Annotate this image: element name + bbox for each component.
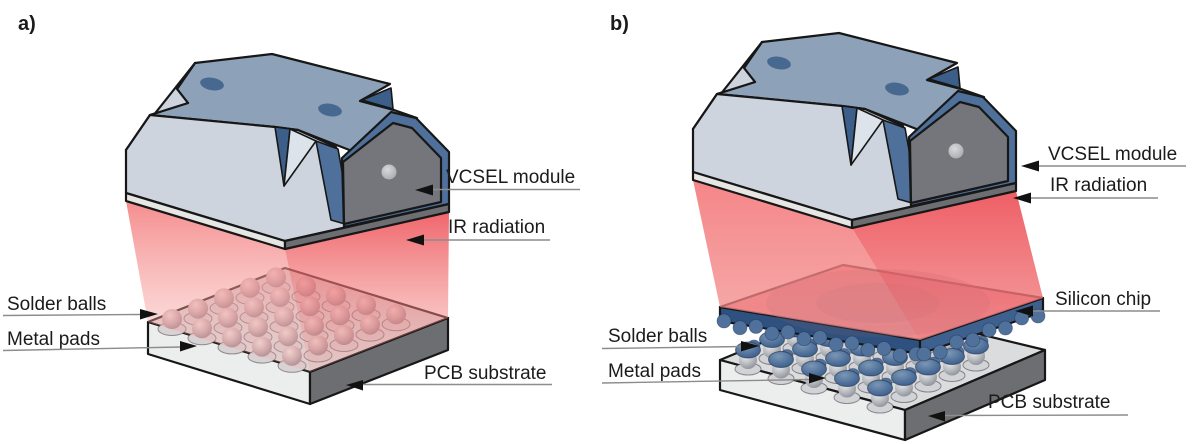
label-text: VCSEL module — [1048, 144, 1177, 165]
chip-underside-bump — [796, 331, 812, 347]
chip-underside-bump — [932, 344, 948, 360]
chip-underside-bump — [892, 347, 908, 363]
chip-underside-bump — [844, 335, 860, 351]
collapsed-solder-cap — [867, 379, 893, 397]
label-text: Solder balls — [7, 294, 106, 315]
arrow-left-icon — [928, 411, 945, 422]
label-text: Solder balls — [608, 326, 707, 347]
ir-beam-right-a — [285, 212, 449, 372]
arrow-left-icon — [346, 380, 363, 391]
chip-underside-bump — [748, 319, 764, 334]
chip-underside-bump — [716, 313, 732, 329]
collapsed-solder-cap — [834, 370, 860, 387]
panel-a: a) VCSEL module IR radiation Solder ball… — [2, 13, 580, 406]
chip-underside-bump — [812, 330, 828, 345]
leader-line — [944, 414, 1129, 417]
chip-underside-bump — [860, 342, 876, 358]
label-text: IR radiation — [448, 217, 545, 238]
arrow-left-icon — [415, 184, 433, 196]
leader-line — [2, 346, 182, 352]
arrow-left-icon — [1021, 160, 1039, 172]
panel-b: b) VCSEL module IR radiation — [601, 13, 1186, 442]
label-metal-pads-b: Metal pads — [601, 361, 826, 384]
label-text: PCB substrate — [988, 392, 1111, 413]
leader-line — [601, 345, 745, 350]
leader-line — [2, 313, 143, 317]
label-text: IR radiation — [1050, 175, 1147, 196]
arrow-right-icon — [741, 341, 759, 352]
chip-underside-bump — [998, 320, 1013, 336]
label-pcb-substrate-b: PCB substrate — [928, 392, 1129, 422]
label-ir-radiation-a: IR radiation — [406, 217, 550, 246]
collapsed-solder-cap — [768, 351, 794, 368]
label-ir-radiation-b: IR radiation — [1013, 175, 1158, 204]
label-text: Metal pads — [608, 361, 701, 382]
chip-underside-bump — [780, 324, 796, 340]
collapsed-solder-cap — [915, 358, 941, 376]
label-vcsel-module-a: VCSEL module — [415, 167, 580, 196]
label-metal-pads-a: Metal pads — [2, 329, 197, 352]
chip-underside-bump — [732, 320, 748, 336]
arrow-right-icon — [809, 373, 826, 384]
label-silicon-chip: Silicon chip — [1015, 289, 1160, 317]
label-text: VCSEL module — [446, 167, 575, 188]
chip-underside-solder-bumps — [716, 308, 1046, 363]
arrow-left-icon — [1013, 192, 1031, 204]
arrow-left-icon — [406, 234, 424, 246]
label-text: PCB substrate — [424, 363, 547, 384]
label-text: Silicon chip — [1055, 289, 1151, 310]
label-vcsel-module-b: VCSEL module — [1021, 144, 1186, 172]
panel-b-tag: b) — [610, 13, 629, 35]
arrow-left-icon — [1015, 305, 1033, 317]
leader-line — [601, 378, 811, 384]
panel-a-tag: a) — [18, 13, 36, 35]
chip-underside-bump — [916, 346, 932, 362]
arrow-right-icon — [140, 309, 158, 320]
arrow-right-icon — [180, 341, 197, 352]
collapsed-solder-cap — [858, 359, 884, 377]
chip-underside-bump — [764, 325, 780, 341]
chip-underside-bump — [949, 334, 964, 350]
collapsed-solder-cap — [825, 350, 851, 367]
chip-underside-bump — [1030, 308, 1046, 324]
label-solder-balls-a: Solder balls — [2, 294, 158, 320]
ir-beam-left-b — [693, 180, 920, 340]
label-solder-balls-b: Solder balls — [601, 326, 759, 352]
label-pcb-substrate-a: PCB substrate — [346, 363, 552, 391]
chip-underside-bump — [876, 341, 892, 356]
label-text: Metal pads — [7, 329, 100, 350]
chip-underside-bump — [965, 332, 981, 348]
chip-underside-bump — [828, 336, 844, 352]
chip-underside-bump — [981, 322, 997, 338]
ir-beam-right-b — [852, 191, 1043, 340]
collapsed-solder-cap — [891, 369, 917, 386]
